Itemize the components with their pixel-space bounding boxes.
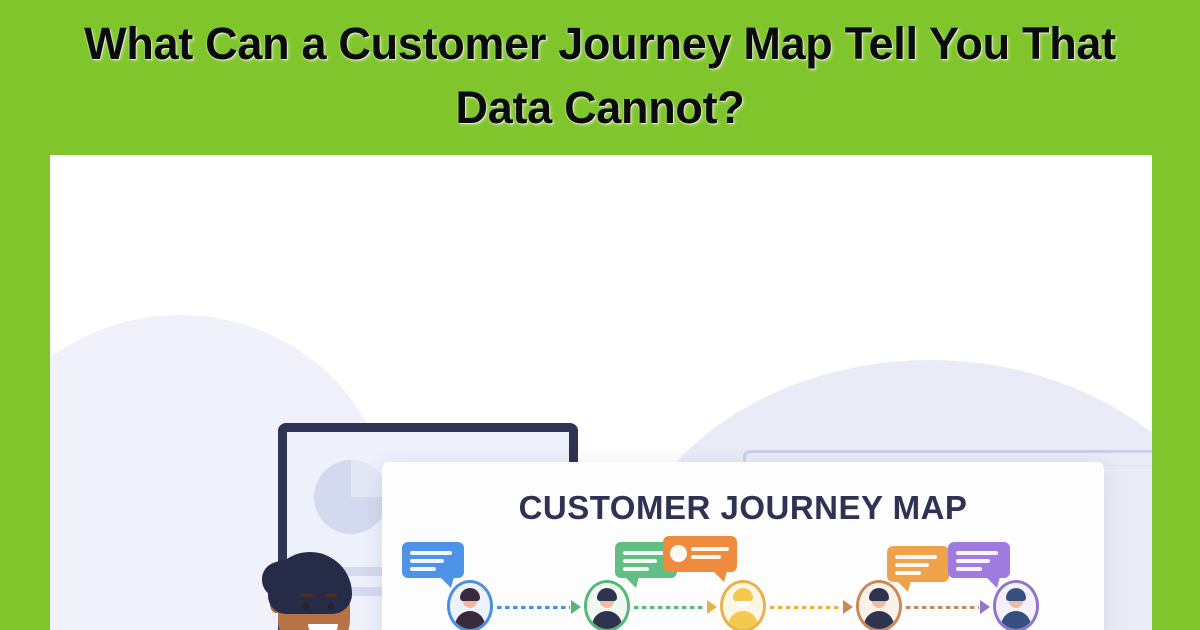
speech-bubble-tail [713, 571, 727, 582]
avatar-body [591, 611, 622, 629]
bubble-text-line [622, 567, 649, 571]
journey-connector [906, 606, 979, 609]
bubble-text-line [955, 567, 982, 571]
journey-connector-arrow [570, 600, 581, 614]
journey-connector [633, 606, 706, 609]
journey-connector [497, 606, 570, 609]
bubble-text-line [410, 567, 437, 571]
avatar-body [728, 611, 758, 629]
presenter-eyebrow [300, 594, 313, 597]
bubble-text-line [955, 559, 990, 563]
journey-connector-arrow [843, 600, 854, 614]
bubble-text-line [410, 551, 453, 555]
avatar-body [864, 611, 895, 629]
journey-persona-avatar[interactable] [583, 580, 630, 630]
presenter-eye [328, 602, 334, 610]
bubble-text-line [895, 555, 938, 559]
journey-nodes-row [382, 580, 1104, 630]
avatar-body [1000, 611, 1031, 629]
bubble-text-line [691, 547, 729, 551]
journey-speech-bubble[interactable] [887, 546, 950, 592]
avatar-hair [596, 588, 617, 601]
journey-map-title: CUSTOMER JOURNEY MAP [518, 489, 968, 526]
speech-bubble-tail [440, 577, 455, 588]
journey-speech-bubble[interactable] [947, 542, 1010, 588]
bubble-text-line [622, 551, 665, 555]
bubble-text-line [410, 559, 445, 563]
journey-connector-arrow [979, 600, 990, 614]
journey-persona-avatar[interactable] [447, 580, 494, 630]
bubble-text-line [895, 571, 922, 575]
pie-chart-icon [314, 460, 388, 534]
page-title: What Can a Customer Journey Map Tell You… [84, 18, 1116, 133]
speech-bubble-tail [897, 581, 912, 592]
avatar-hair [1005, 588, 1026, 601]
journey-speech-bubble[interactable] [663, 536, 737, 582]
bubble-text-line [895, 563, 930, 567]
bubble-text-line [622, 559, 657, 563]
board-placeholder-line [312, 587, 427, 596]
bubble-text-line [955, 551, 998, 555]
avatar-hair [869, 588, 890, 601]
journey-persona-avatar[interactable] [856, 580, 903, 630]
presenter-eye [303, 602, 309, 610]
speech-bubble-tail [624, 577, 639, 588]
illustration-card: CUSTOMER JOURNEY MAP AwarenessConsiderat… [50, 155, 1152, 630]
bubble-avatar-icon [670, 545, 687, 562]
presenter-smile [308, 624, 338, 630]
avatar-body [455, 611, 486, 629]
journey-speech-bubble[interactable] [402, 542, 465, 588]
speech-bubble-tail [985, 577, 1000, 588]
customer-journey-map: CUSTOMER JOURNEY MAP AwarenessConsiderat… [382, 462, 1104, 630]
avatar-hair [460, 588, 481, 601]
presenter-eyebrow [325, 594, 338, 597]
journey-persona-avatar[interactable] [992, 580, 1039, 630]
journey-connector [770, 606, 843, 609]
bubble-text-line [691, 555, 721, 559]
avatar-hair [733, 588, 753, 601]
page-header: What Can a Customer Journey Map Tell You… [0, 0, 1200, 152]
presenter-illustration [220, 550, 461, 630]
journey-connector-arrow [707, 600, 717, 614]
journey-persona-avatar[interactable] [720, 580, 766, 630]
speech-bubbles-row [382, 536, 1104, 592]
